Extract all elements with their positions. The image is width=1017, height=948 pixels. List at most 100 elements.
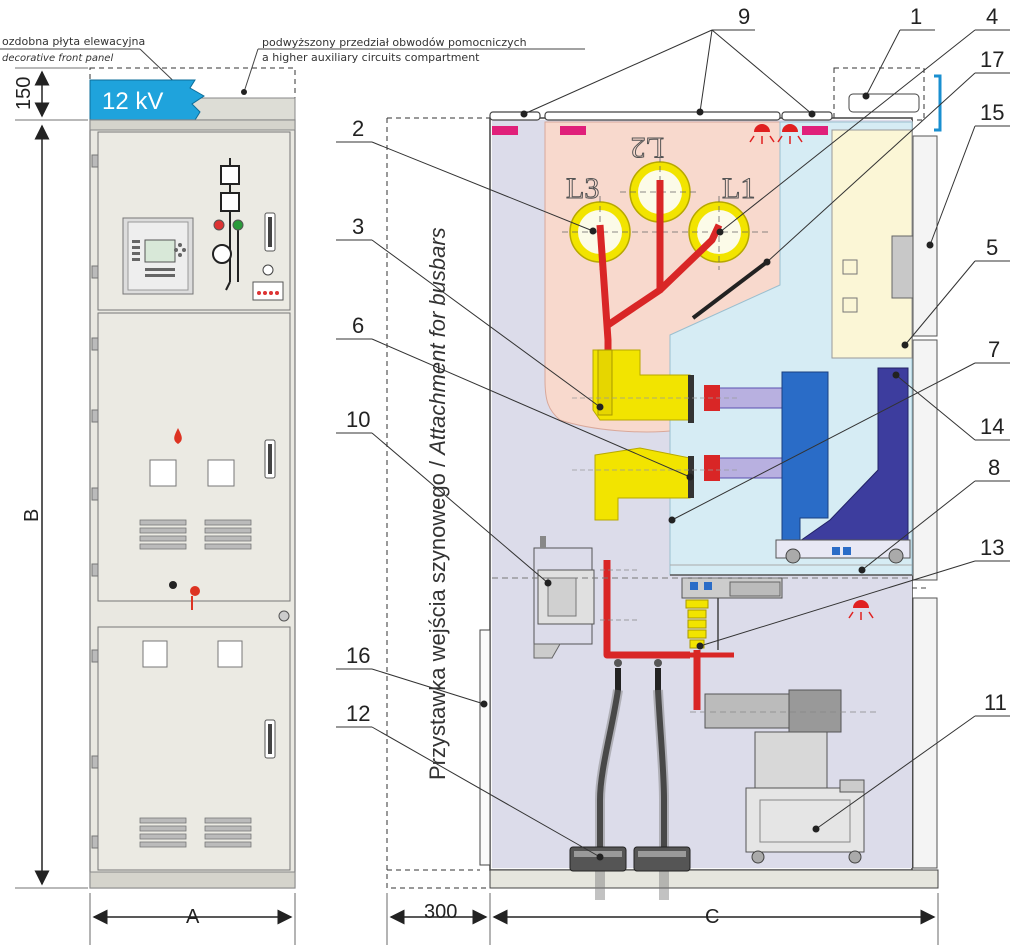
inspection-window	[142, 640, 168, 668]
busbar-attachment-text-pl: Przystawka wejścia szynowego /	[425, 455, 450, 780]
handle-grip	[268, 217, 272, 247]
callout-10: 10	[346, 407, 370, 432]
callout-4: 4	[986, 4, 998, 29]
aux-leader-dot	[241, 89, 247, 95]
callout-7: 7	[988, 337, 1000, 362]
cabinet-top-strip	[89, 119, 296, 131]
busbar-attachment-outline	[386, 117, 490, 889]
callout-6: 6	[352, 313, 364, 338]
aux-cover	[848, 93, 920, 113]
busbar-attachment-text: Przystawka wejścia szynowego / Attachmen…	[425, 227, 450, 780]
dimension-lines-right	[386, 893, 939, 945]
upper-contact-stem	[597, 349, 613, 416]
vent-grille-left	[139, 519, 187, 550]
side-view: L3 L2 L1	[386, 67, 942, 900]
relay-screen	[144, 239, 176, 263]
front-view: 12 kV	[89, 67, 296, 889]
front-panel-caption-pl: ozdobna płyta elewacyjna	[2, 35, 145, 48]
shutter-line	[691, 260, 769, 320]
truck-markers	[832, 547, 851, 555]
callout-dots	[480, 92, 934, 861]
phase-label-l2: L2	[631, 131, 664, 164]
lower-contact-housing	[594, 447, 691, 521]
indicator-strip	[252, 281, 284, 301]
callout-15: 15	[980, 100, 1004, 125]
callout-8: 8	[988, 455, 1000, 480]
toroid-highlights	[574, 851, 686, 857]
dim-c-label: C	[705, 906, 719, 928]
relay-clamps	[842, 259, 858, 313]
callout-3: 3	[352, 214, 364, 239]
lower-door	[97, 626, 291, 871]
aux-leader	[243, 48, 259, 93]
cable-sheaths	[595, 689, 669, 900]
callout-leaders	[336, 29, 1010, 858]
warning-lamps	[754, 124, 869, 608]
warning-rays	[749, 135, 874, 620]
callout-13: 13	[980, 535, 1004, 560]
pressure-flaps	[492, 126, 828, 135]
dim-a-label: A	[186, 906, 200, 928]
side-base	[489, 869, 939, 889]
earthing-drive	[729, 581, 781, 597]
attachment-flange-16	[479, 629, 491, 866]
middle-door	[97, 312, 291, 602]
green-indicator-icon	[232, 219, 244, 231]
indicator-leds	[257, 291, 279, 295]
relay-buttons	[132, 240, 186, 277]
door-hinges	[91, 154, 99, 849]
front-panel-caption-en: decorative front panel	[2, 53, 113, 64]
callout-2: 2	[352, 116, 364, 141]
current-transformer	[533, 536, 595, 659]
phase-label-l3: L3	[566, 172, 599, 205]
callout-16: 16	[346, 643, 370, 668]
voltage-badge-text: 12 kV	[102, 88, 163, 115]
inspection-window	[207, 459, 235, 487]
callout-14: 14	[980, 414, 1004, 439]
dim-150-label: 150	[13, 77, 35, 110]
side-door-lower	[912, 597, 938, 869]
callout-12: 12	[346, 701, 370, 726]
vent-grille-left	[139, 817, 187, 848]
drop-icon	[174, 428, 182, 444]
phase-label-l1: L1	[722, 172, 755, 205]
earthing-switch-markers	[690, 582, 712, 590]
surge-arrester	[685, 599, 709, 649]
vent-grille-right	[204, 817, 252, 848]
callout-1: 1	[910, 4, 922, 29]
hinge-icon	[278, 610, 290, 622]
key-switch-icon	[262, 264, 274, 276]
callout-17: 17	[980, 47, 1004, 72]
aux-bracket	[934, 74, 942, 132]
mimic-diagram	[212, 158, 240, 291]
aux-caption-pl: podwyższony przedział obwodów pomocniczy…	[262, 36, 527, 49]
aux-caption-en: a higher auxiliary circuits compartment	[262, 51, 480, 64]
red-indicator-icon	[213, 219, 225, 231]
callout-9: 9	[738, 4, 750, 29]
red-knob-icon	[190, 586, 200, 596]
voltage-transformer	[704, 689, 865, 864]
dimension-lines-left	[15, 67, 296, 945]
side-door-upper	[912, 135, 938, 337]
dim-b-label: B	[21, 509, 43, 522]
truck-wheels	[785, 548, 904, 564]
breaker-body	[781, 371, 829, 544]
dim-300-label: 300	[424, 901, 457, 923]
handle-grip	[268, 444, 272, 474]
vent-grille-right	[204, 519, 252, 550]
ct-centerlines	[600, 569, 640, 621]
breaker-centerlines	[572, 397, 740, 471]
cables	[597, 668, 667, 850]
callout-5: 5	[986, 235, 998, 260]
relief-covers	[489, 111, 833, 121]
contact-plate	[688, 375, 694, 423]
inspection-window	[217, 640, 243, 668]
cabinet-plinth	[89, 871, 296, 889]
busbar-attachment-text-en: Attachment for busbars	[425, 227, 450, 456]
handle-grip	[268, 724, 272, 754]
aux-compartment-outline-side	[833, 67, 925, 121]
side-door-middle	[912, 339, 938, 581]
cable-lugs	[614, 659, 662, 667]
inspection-window	[149, 459, 177, 487]
